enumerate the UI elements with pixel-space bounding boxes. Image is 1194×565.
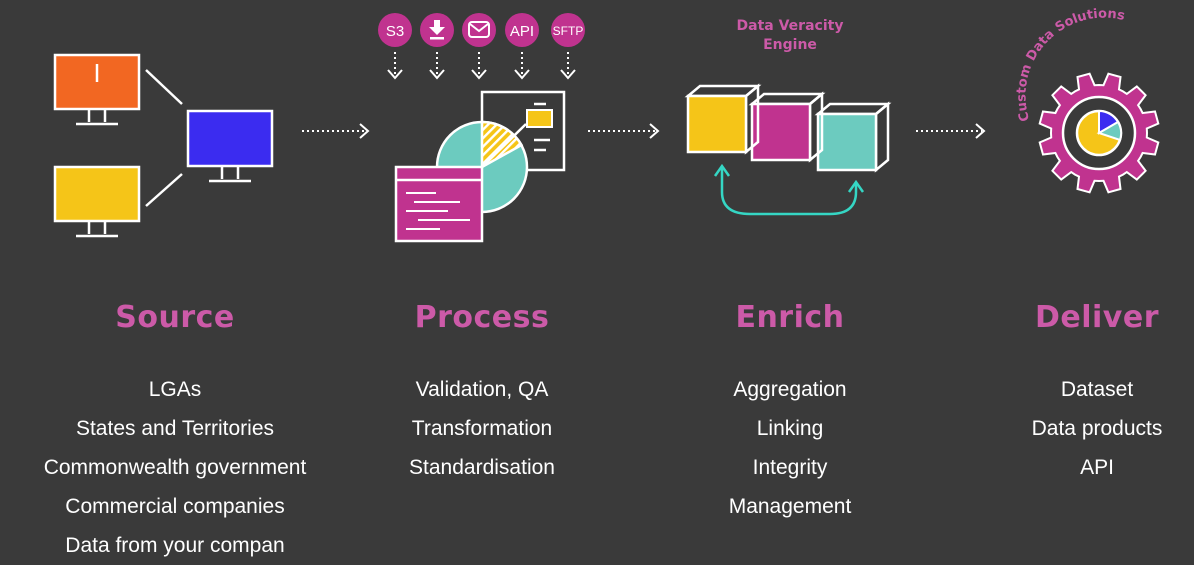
flow-arrow-3 [916,123,986,139]
engine-label-line2: Engine [763,37,817,53]
list-item: Data from your compan [65,534,285,557]
source-list: LGAs States and Territories Commonwealth… [0,370,355,565]
sftp-badge: SFTP [551,13,585,47]
monitor-orange-icon [53,53,141,126]
report-chart-icon [526,109,553,128]
s3-badge: S3 [378,13,412,47]
deliver-list: Dataset Data products API [917,370,1194,487]
connector-line [145,173,183,207]
badge-down-arrows [387,52,576,80]
custom-solutions-gear-icon [1038,72,1160,194]
list-item: Linking [756,417,824,440]
list-item: Data products [1031,417,1163,440]
list-item: Management [728,495,852,518]
list-item: States and Territories [75,417,275,440]
input-badges: S3 API SFTP [378,13,585,80]
list-item: Transformation [411,417,553,440]
cube-yellow-icon [684,83,762,155]
list-item: API [1080,456,1114,479]
monitor-yellow-icon [53,165,141,238]
cube-magenta-icon [748,91,826,163]
enrich-list: Aggregation Linking Integrity Management [610,370,970,526]
flow-arrow-1 [302,123,370,139]
list-item: Integrity [752,456,828,479]
process-title: Process [414,300,550,335]
sftp-badge-label: SFTP [553,24,584,38]
deliver-title: Deliver [1034,300,1159,335]
list-item: Validation, QA [415,378,549,401]
list-item: Standardisation [409,456,555,479]
s3-badge-label: S3 [386,23,404,40]
list-item: Dataset [1060,378,1134,401]
cube-teal-icon [814,101,892,173]
list-item: LGAs [148,378,202,401]
process-illustration [394,90,566,243]
api-badge-label: API [510,23,534,40]
source-title: Source [115,300,235,335]
download-icon [429,20,445,40]
mail-badge [462,13,496,47]
enrich-title: Enrich [735,300,845,335]
flow-arrow-2 [588,123,660,139]
engine-label-line1: Data Veracity [737,18,844,34]
list-item: Commonwealth government [43,456,307,479]
list-item: Aggregation [733,378,847,401]
feedback-loop-arrow [713,163,865,216]
connector-line [145,69,183,105]
source-monitors-icon [53,53,274,238]
api-badge: API [505,13,539,47]
veracity-engine-cubes [684,83,892,173]
download-badge [420,13,454,47]
list-item: Commercial companies [65,495,285,518]
monitor-blue-icon [186,109,274,183]
mail-icon [468,21,490,38]
process-list: Validation, QA Transformation Standardis… [302,370,662,487]
